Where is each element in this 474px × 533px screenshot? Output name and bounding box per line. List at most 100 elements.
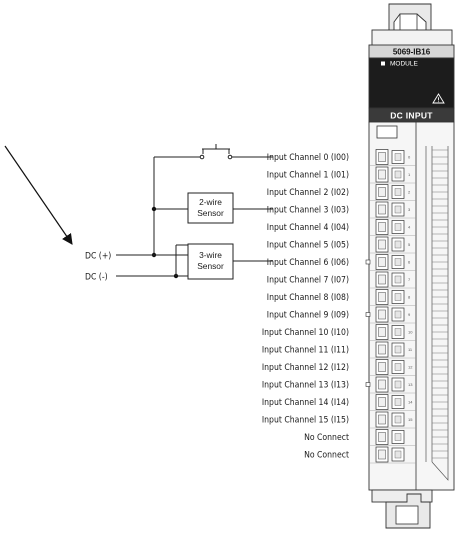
io-module: 5069-IB16 MODULE DC INPUT 01234567891011… [365,3,455,529]
channel-label: Input Channel 9 (I09) [267,311,349,321]
terminal-clamp [378,327,386,337]
channel-label: Input Channel 12 (I12) [262,363,349,373]
terminal-clamp [378,292,386,302]
terminal-release-slot [394,433,402,441]
terminal-clamp [378,397,386,407]
top-latch-tab [399,13,418,33]
terminal-release-slot [394,170,402,179]
terminal-release-slot [394,450,402,459]
terminal-release-slot [394,293,402,301]
channel-label: Input Channel 0 (I00) [267,153,349,163]
three-wire-sensor-line-1: 3-wire [199,250,222,260]
keying-notch [365,382,371,387]
channel-label: Input Channel 11 (I11) [262,346,349,356]
terminal-number: 2 [408,190,411,195]
terminal-number: 15 [408,417,413,422]
channel-label: Input Channel 13 (I13) [262,381,349,391]
keying-notch [365,312,371,317]
terminal-release-slot [394,275,402,284]
channel-label: Input Channel 8 (I08) [267,293,349,303]
terminal-number: 5 [408,242,411,247]
terminal-clamp [378,222,386,232]
terminal-number: 8 [408,295,411,300]
terminal-release-slot [394,153,402,161]
dc-negative-label: DC (-) [85,273,108,283]
dc-positive-label: DC (+) [85,252,111,262]
terminal-clamp [378,239,386,250]
terminal-clamp [378,169,386,180]
channel-label: Input Channel 10 (I10) [262,328,349,338]
module-type-label: DC INPUT [390,111,433,121]
channel-label: Input Channel 7 (I07) [267,276,349,286]
channel-label: Input Channel 5 (I05) [267,241,349,251]
three-wire-sensor-line-2: Sensor [197,261,224,271]
status-indicator-square [381,61,385,66]
channel-label: Input Channel 2 (I02) [267,188,349,198]
terminal-number: 11 [408,347,413,352]
switch-contact [227,154,233,160]
status-panel [368,57,455,109]
bottom-housing [371,489,433,503]
terminal-release-slot [394,380,402,389]
terminal-number: 7 [408,277,411,282]
terminal-release-slot [394,188,402,196]
terminal-release-slot [394,205,402,214]
module-model: 5069-IB16 [393,48,431,57]
terminal-clamp [378,257,386,267]
terminal-release-slot [394,398,402,406]
terminal-number: 1 [408,172,411,177]
channel-label: Input Channel 6 (I06) [267,258,349,268]
channel-label: Input Channel 4 (I04) [267,223,349,233]
terminal-clamp [378,187,386,197]
channel-label: Input Channel 1 (I01) [267,171,349,181]
terminal-number: 6 [408,260,411,265]
terminal-release-slot [394,415,402,424]
channel-label: Input Channel 3 (I03) [267,206,349,216]
two-wire-sensor-line-1: 2-wire [199,197,222,207]
terminal-number: 12 [408,365,413,370]
terminal-number: 10 [408,330,413,335]
terminal-release-slot [394,258,402,266]
channel-label: No Connect [304,451,349,461]
module-status-label: MODULE [390,61,418,68]
switch-actuator [202,144,230,154]
field-wiring: 2-wire Sensor 3-wire Sensor DC (+) DC (-… [85,144,273,283]
terminal-clamp [378,362,386,372]
terminal-number: 14 [408,400,413,405]
switch-contact [199,154,205,160]
terminal-number: 4 [408,225,411,230]
module-housing [371,29,453,47]
terminal-clamp [378,309,386,320]
terminal-number: 9 [408,312,411,317]
terminal-block-top-tab [376,125,398,139]
terminal-release-slot [394,345,402,354]
two-wire-sensor [187,192,234,224]
two-wire-sensor-line-2: Sensor [197,208,224,218]
channel-label: Input Channel 15 (I15) [262,416,349,426]
terminal-release-slot [394,223,402,231]
terminal-release-slot [394,328,402,336]
terminal-clamp [378,274,386,285]
terminal-clamp [378,152,386,162]
terminal-number: 13 [408,382,413,387]
terminal-clamp [378,414,386,425]
terminal-clamp [378,204,386,215]
terminal-release-slot [394,363,402,371]
terminal-clamp [378,449,386,460]
channel-label: No Connect [304,433,349,443]
terminal-number: 3 [408,207,411,212]
terminal-clamp [378,379,386,390]
terminal-number: 0 [408,155,411,160]
pointer-arrow [4,145,73,245]
three-wire-sensor [187,243,234,280]
warning-triangle-icon [432,93,445,104]
terminal-clamp [378,344,386,355]
terminal-clamp [378,432,386,442]
channel-label: Input Channel 14 (I14) [262,398,349,408]
terminal-release-slot [394,240,402,249]
channel-labels: Input Channel 0 (I00) Input Channel 1 (I0… [262,153,349,461]
terminal-release-slot [394,310,402,319]
keying-notch [365,259,371,265]
terminal-block-body [368,121,455,491]
